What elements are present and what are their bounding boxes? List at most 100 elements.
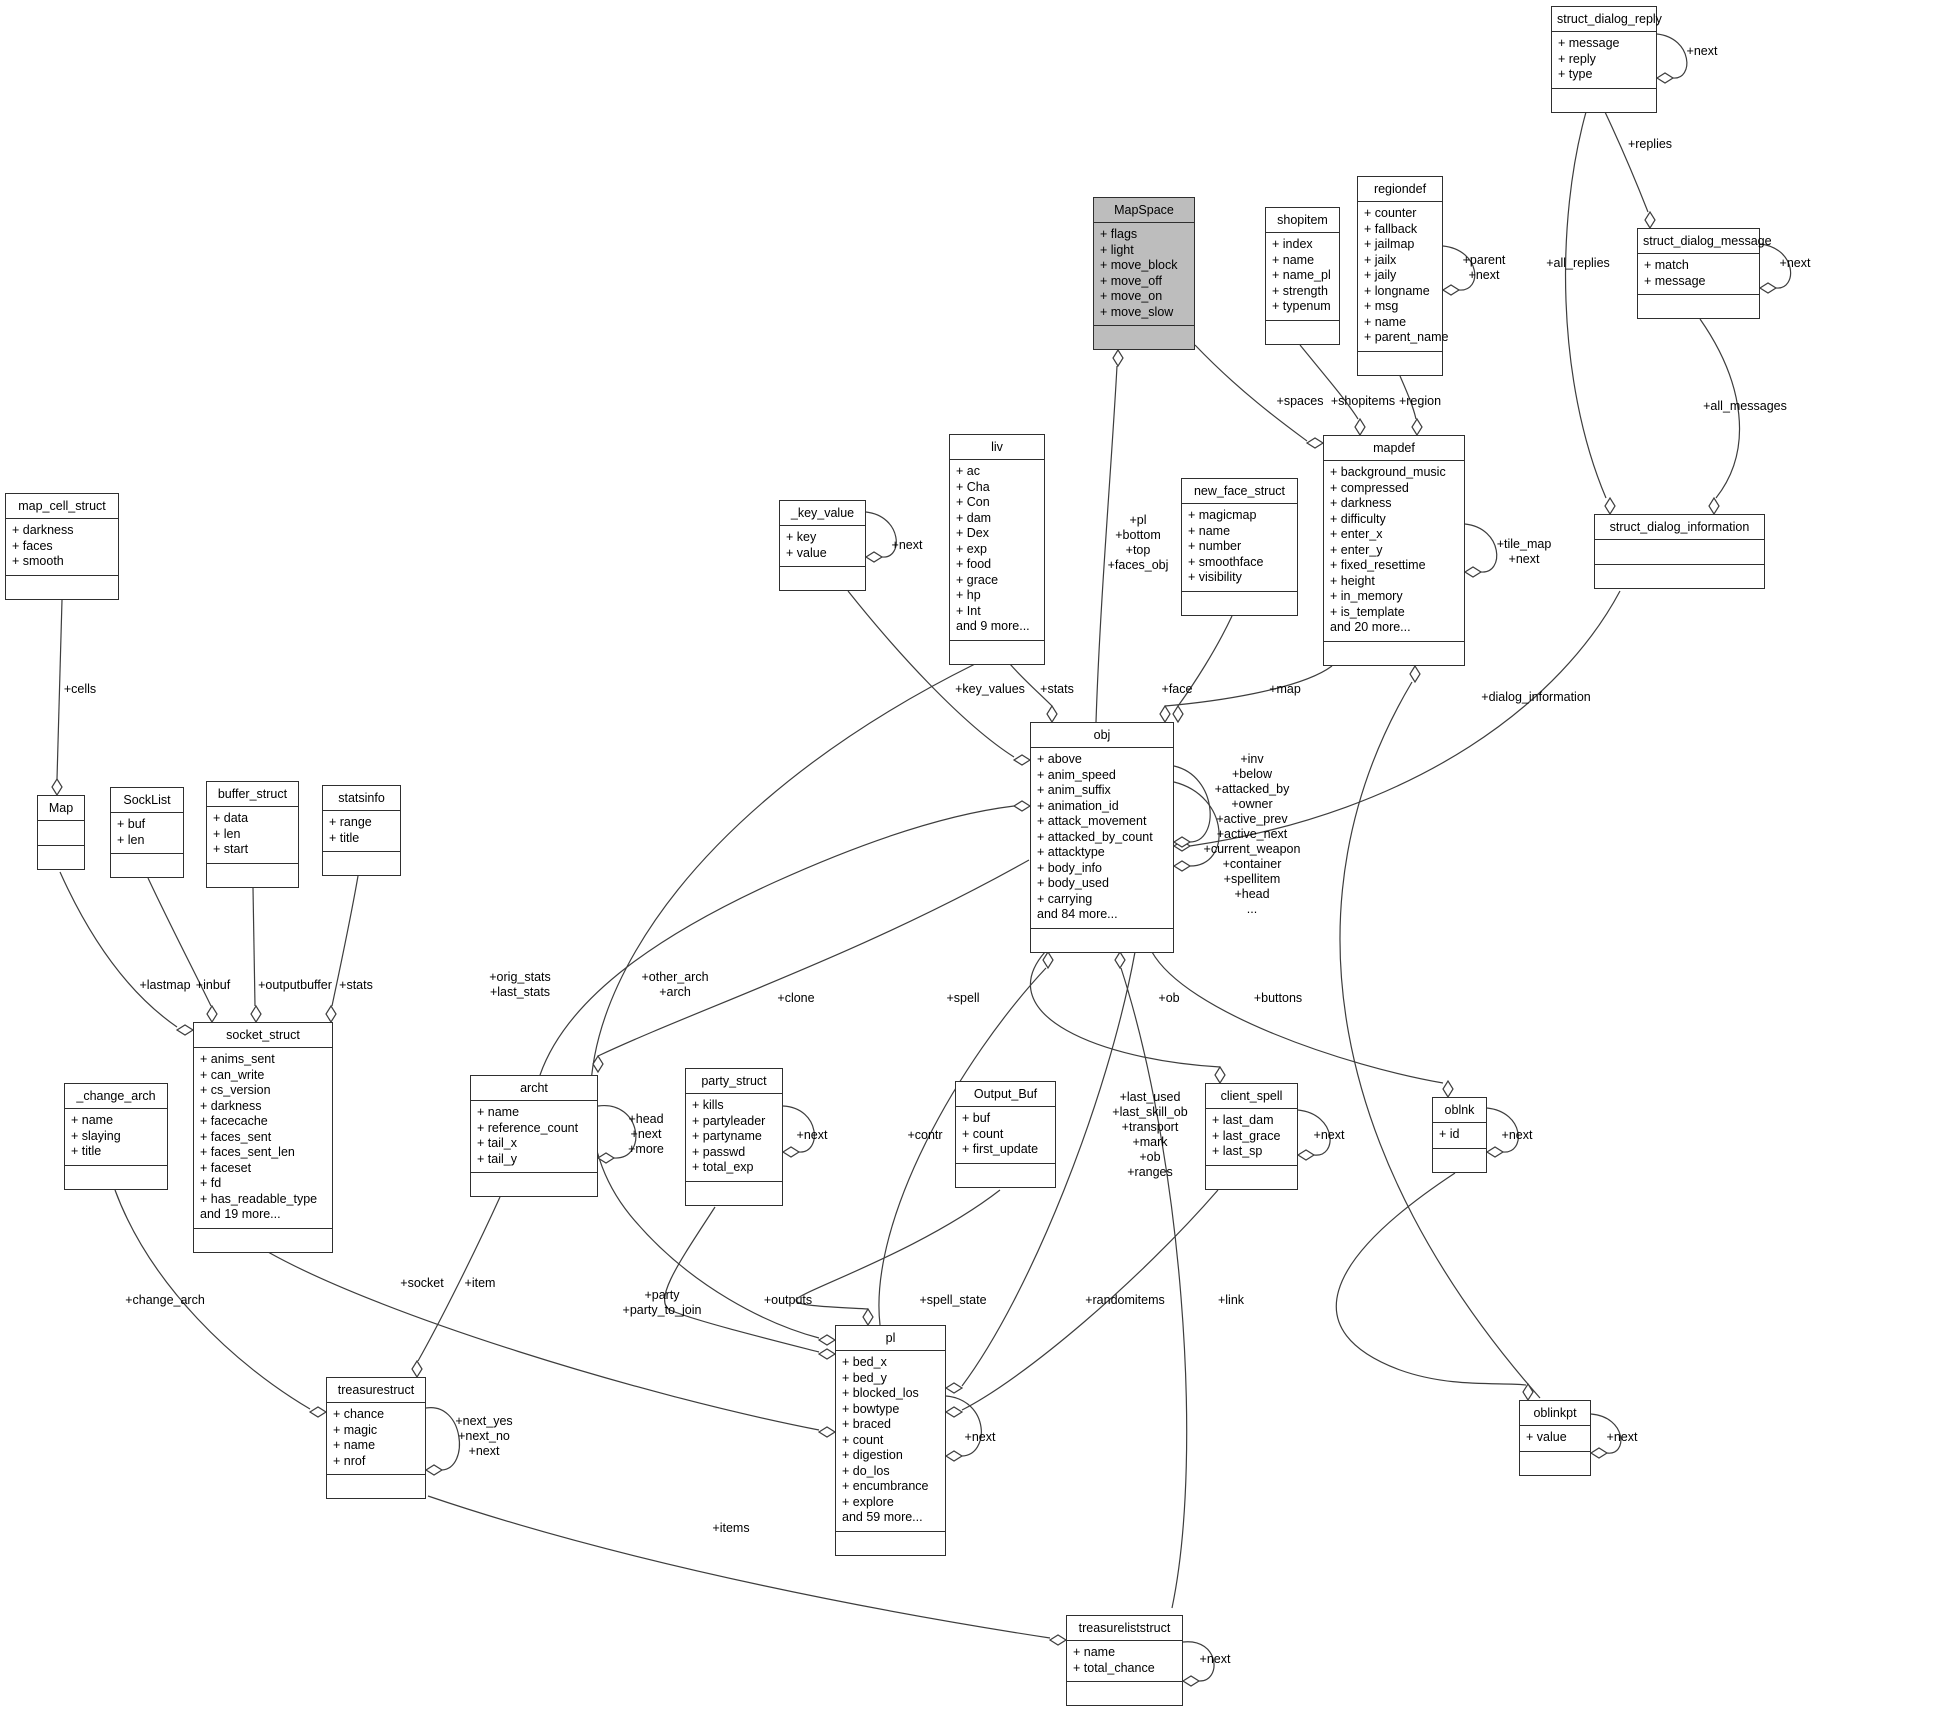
class-field: + height: [1330, 573, 1375, 588]
class-field: + title: [329, 830, 360, 845]
class-field: + last_dam: [1212, 1113, 1274, 1127]
class-node-Map[interactable]: Map: [37, 795, 85, 870]
edge-label-line: +orig_stats: [489, 970, 551, 984]
class-node-obj[interactable]: obj+ above+ anim_speed+ anim_suffix+ ani…: [1030, 722, 1174, 953]
class-node-oblnk[interactable]: oblnk+ id: [1432, 1097, 1487, 1173]
edge-label-line: +next: [1508, 552, 1540, 566]
class-node-Output_Buf[interactable]: Output_Buf+ buf+ count+ first_update: [955, 1081, 1056, 1188]
class-node-treasurestruct[interactable]: treasurestruct+ chance+ magic+ name+ nro…: [326, 1377, 426, 1499]
edge-label-line: +next_no: [458, 1429, 510, 1443]
class-field: + reply: [1558, 51, 1596, 66]
class-field: + anim_suffix: [1037, 783, 1111, 797]
class-methods-section: [1433, 1149, 1486, 1172]
class-field: + count: [842, 1432, 884, 1447]
class-node-map_cell_struct[interactable]: map_cell_struct+ darkness+ faces+ smooth: [5, 493, 119, 600]
edge-label-line: +more: [628, 1142, 664, 1156]
edge-label-line: +item: [464, 1276, 496, 1290]
class-field: + range: [329, 815, 372, 829]
class-field: + value: [786, 545, 827, 560]
class-field: + light: [1100, 242, 1134, 257]
edge-label-oblinkpt-loop: +next: [1607, 1430, 1638, 1445]
class-field: + start: [213, 842, 249, 856]
class-field: + key: [786, 530, 817, 544]
class-title: new_face_struct: [1182, 479, 1297, 504]
class-node-struct_dialog_information[interactable]: struct_dialog_information: [1594, 514, 1765, 589]
edge-label-line: +socket: [400, 1276, 444, 1290]
edge-items: [427, 1495, 1051, 1639]
class-fields-section: + id: [1433, 1123, 1486, 1149]
class-node-pl[interactable]: pl+ bed_x+ bed_y+ blocked_los+ bowtype+ …: [835, 1325, 946, 1556]
edge-label-randomitems: +randomitems: [1085, 1293, 1165, 1308]
class-field: + title: [71, 1144, 102, 1158]
class-field: + first_update: [962, 1142, 1039, 1156]
edge-label-line: +spell: [946, 991, 980, 1005]
edge-label-stats-socket: +stats: [339, 978, 373, 993]
class-fields-section: + match+ message: [1638, 254, 1759, 295]
class-field: + dam: [956, 510, 992, 525]
edge-label-line: +faces_obj: [1107, 558, 1169, 572]
class-field: + tail_x: [477, 1136, 517, 1150]
edge-ob: [1151, 951, 1444, 1084]
class-node-buffer_struct[interactable]: buffer_struct+ data+ len+ start: [206, 781, 299, 888]
class-node-archt[interactable]: archt+ name+ reference_count+ tail_x+ ta…: [470, 1075, 598, 1197]
class-fields-section: + buf+ count+ first_update: [956, 1107, 1055, 1164]
class-field: + faceset: [200, 1160, 252, 1175]
class-node-socket_struct[interactable]: socket_struct+ anims_sent+ can_write+ cs…: [193, 1022, 333, 1253]
aggregation-diamonds: [51, 72, 1778, 1687]
class-fields-section: + darkness+ faces+ smooth: [6, 519, 118, 576]
class-methods-section: [1520, 1452, 1590, 1475]
class-methods-section: [956, 1164, 1055, 1187]
edge-all-replies: [1564, 111, 1607, 499]
class-node-party_struct[interactable]: party_struct+ kills+ partyleader+ partyn…: [685, 1068, 783, 1206]
class-node-SockList[interactable]: SockList+ buf+ len: [110, 787, 184, 878]
class-node-key_value[interactable]: _key_value+ key+ value: [779, 500, 866, 591]
class-methods-section: [1067, 1682, 1182, 1705]
class-methods-section: [327, 1475, 425, 1498]
class-field: + passwd: [692, 1144, 746, 1159]
edge-oblinkpt-loop: [1590, 1413, 1622, 1454]
edge-label-line: +ob: [1139, 1150, 1161, 1164]
edge-obj-loop-1: [1173, 765, 1211, 843]
edge-label-line: +top: [1125, 543, 1151, 557]
class-node-statsinfo[interactable]: statsinfo+ range+ title: [322, 785, 401, 876]
class-field: + last_grace: [1212, 1128, 1281, 1143]
class-node-mapdef[interactable]: mapdef+ background_music+ compressed+ da…: [1323, 435, 1465, 666]
class-title: archt: [471, 1076, 597, 1101]
class-node-struct_dialog_reply[interactable]: struct_dialog_reply+ message+ reply+ typ…: [1551, 6, 1662, 113]
class-node-struct_dialog_message[interactable]: struct_dialog_message+ match+ message: [1637, 228, 1772, 319]
edge-label-line: +change_arch: [125, 1293, 205, 1307]
edge-label-line: +next: [1199, 1652, 1231, 1666]
class-node-oblinkpt[interactable]: oblinkpt+ value: [1519, 1400, 1591, 1476]
class-node-new_face_struct[interactable]: new_face_struct+ magicmap+ name+ number+…: [1181, 478, 1298, 616]
edge-label-key-values: +key_values: [955, 682, 1025, 697]
class-node-shopitem[interactable]: shopitem+ index+ name+ name_pl+ strength…: [1265, 207, 1340, 345]
class-title: oblnk: [1433, 1098, 1486, 1123]
edge-label-line: +spellitem: [1223, 872, 1281, 886]
class-title: party_struct: [686, 1069, 782, 1094]
class-field: + type: [1558, 67, 1593, 81]
class-field: + attack_movement: [1037, 814, 1147, 828]
edge-label-line: +contr: [907, 1128, 943, 1142]
edge-label-line: +transport: [1121, 1120, 1179, 1134]
class-field: + Dex: [956, 526, 990, 540]
class-fields-section: + anims_sent+ can_write+ cs_version+ dar…: [194, 1048, 332, 1229]
class-node-liv[interactable]: liv+ ac+ Cha+ Con+ dam+ Dex+ exp+ food+ …: [949, 434, 1045, 665]
class-node-MapSpace[interactable]: MapSpace+ flags+ light+ move_block+ move…: [1093, 197, 1195, 350]
edge-label-line: ...: [1246, 902, 1258, 916]
class-fields-section: + name+ reference_count+ tail_x+ tail_y: [471, 1101, 597, 1173]
edge-label-line: +outputs: [763, 1293, 813, 1307]
class-node-client_spell[interactable]: client_spell+ last_dam+ last_grace+ last…: [1205, 1083, 1298, 1190]
class-field: + len: [213, 826, 241, 841]
class-field: + msg: [1364, 299, 1399, 313]
edge-label-other-arch: +other_arch+arch: [641, 970, 708, 1000]
class-title: treasurestruct: [327, 1378, 425, 1403]
class-methods-section: [1094, 326, 1194, 349]
class-node-change_arch[interactable]: _change_arch+ name+ slaying+ title: [64, 1083, 168, 1190]
edge-label-line: +active_prev: [1216, 812, 1288, 826]
class-node-treasureliststruct[interactable]: treasureliststruct+ name+ total_chance: [1066, 1615, 1183, 1706]
class-field: + jaily: [1364, 268, 1397, 282]
edge-pl-obj-members: [961, 951, 1136, 1387]
class-node-regiondef[interactable]: regiondef+ counter+ fallback+ jailmap+ j…: [1357, 176, 1448, 376]
class-fields-section: [38, 821, 84, 846]
